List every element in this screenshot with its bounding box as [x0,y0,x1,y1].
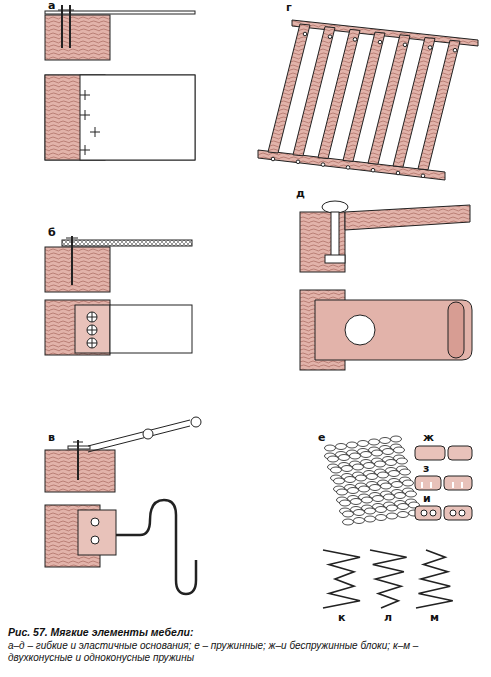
spring-coil [350,453,361,459]
spring-coil [362,497,373,503]
screw [428,46,432,50]
section-b [45,236,192,355]
spring-coil [340,500,351,506]
spring-coil [345,477,356,483]
spring-coil [394,447,405,453]
spring-coil [375,461,386,467]
slat [418,40,460,170]
part-letter: г [286,2,292,14]
figure-caption: Рис. 57. Мягкие элементы мебели: [8,626,478,638]
spring-coil [392,482,403,488]
spring-coil [364,463,375,469]
spring-coil [383,449,394,455]
spring-coil [365,516,376,522]
part-letter: ж [423,432,434,444]
spring-coil [339,455,350,461]
spring-coil [369,439,380,445]
spring-coil [391,436,402,442]
spring-coil [359,486,370,492]
spring-coil [343,519,354,525]
section-d [300,201,472,370]
spring-coil [358,441,369,447]
spring-coil [378,472,389,478]
part-letter: к [338,612,345,624]
part-letter: д [296,188,305,200]
spring-coil [389,471,400,477]
spring [416,550,453,608]
spring-coil [386,460,397,466]
spring-coil [381,483,392,489]
spring-coil [331,467,342,473]
part-letter: и [423,493,431,505]
spring-coil [354,510,365,516]
section-v [45,417,201,594]
screw [321,163,325,167]
spring-coil [380,438,391,444]
spring-coil [395,493,406,499]
spring-coil [336,444,347,450]
spring-coil [387,513,398,519]
spring-coil [334,478,345,484]
spring-coil [400,469,411,475]
spring-coil [361,452,372,458]
spring-coil [343,511,354,517]
part-letter: м [430,612,439,624]
spring-coil [370,485,381,491]
section-e [325,436,420,525]
part-letter: б [48,227,56,239]
spring-coil [398,512,409,518]
spring-coil [337,489,348,495]
spring-coil [372,450,383,456]
spring-coil [406,491,417,497]
part-letter: в [48,432,55,444]
spring-coil [397,458,408,464]
spring-coil [353,464,364,470]
spring-coil [351,499,362,505]
screw [296,160,300,164]
spring-coil [398,504,409,510]
screw [353,38,357,42]
spring-coil [342,466,353,472]
spring-coil [348,488,359,494]
screw [396,171,400,175]
spring-coil [387,505,398,511]
part-letter: а [48,0,55,12]
spring-coil [347,442,358,448]
caption-text: а–д – гибкие и эластичные основания; е –… [8,640,478,664]
screw [453,48,457,52]
part-letter: л [384,612,392,624]
spring-coil [367,474,378,480]
section-a [45,5,195,160]
screw [403,43,407,47]
spring-coil [403,480,414,486]
screw [303,32,307,36]
spring-coil [328,456,339,462]
spring [323,550,360,608]
part-letter: е [318,432,325,444]
spring-coil [356,475,367,481]
spring-coil [325,445,336,451]
section-g [258,20,478,180]
spring-coil [354,518,365,524]
screw [271,157,275,161]
screw [346,166,350,170]
part-letter: з [423,463,429,475]
spring-coil [365,508,376,514]
spring-coil [384,494,395,500]
spring [370,550,407,608]
spring-coil [376,515,387,521]
spring-coil [376,507,387,513]
screw [421,174,425,178]
screw [378,40,382,44]
springs-k-l-m [323,550,453,608]
screw [371,168,375,172]
screw [328,35,332,39]
sections-zh-z-i [415,446,472,520]
spring-coil [373,496,384,502]
